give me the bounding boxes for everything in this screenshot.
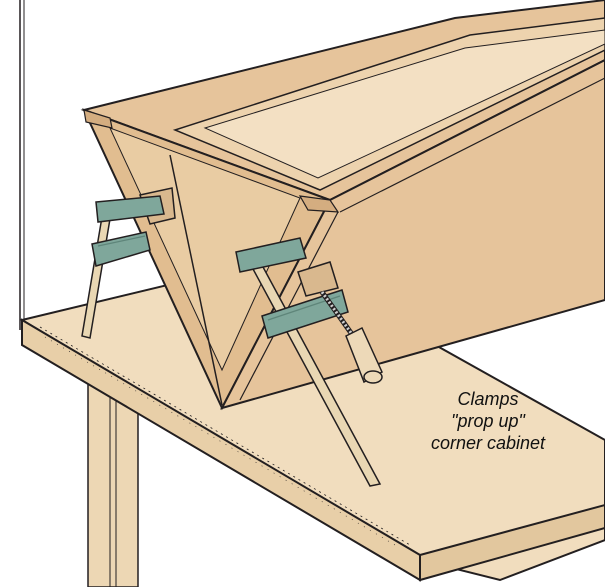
caption-line-3: corner cabinet <box>430 433 546 453</box>
caption: Clamps "prop up" corner cabinet <box>388 388 588 454</box>
bar-clamp-left <box>81 187 176 339</box>
bar-clamp-right <box>235 237 383 487</box>
workbench-top <box>19 256 605 582</box>
caption-line-2: "prop up" <box>451 411 525 431</box>
caption-line-1: Clamps <box>457 389 519 409</box>
